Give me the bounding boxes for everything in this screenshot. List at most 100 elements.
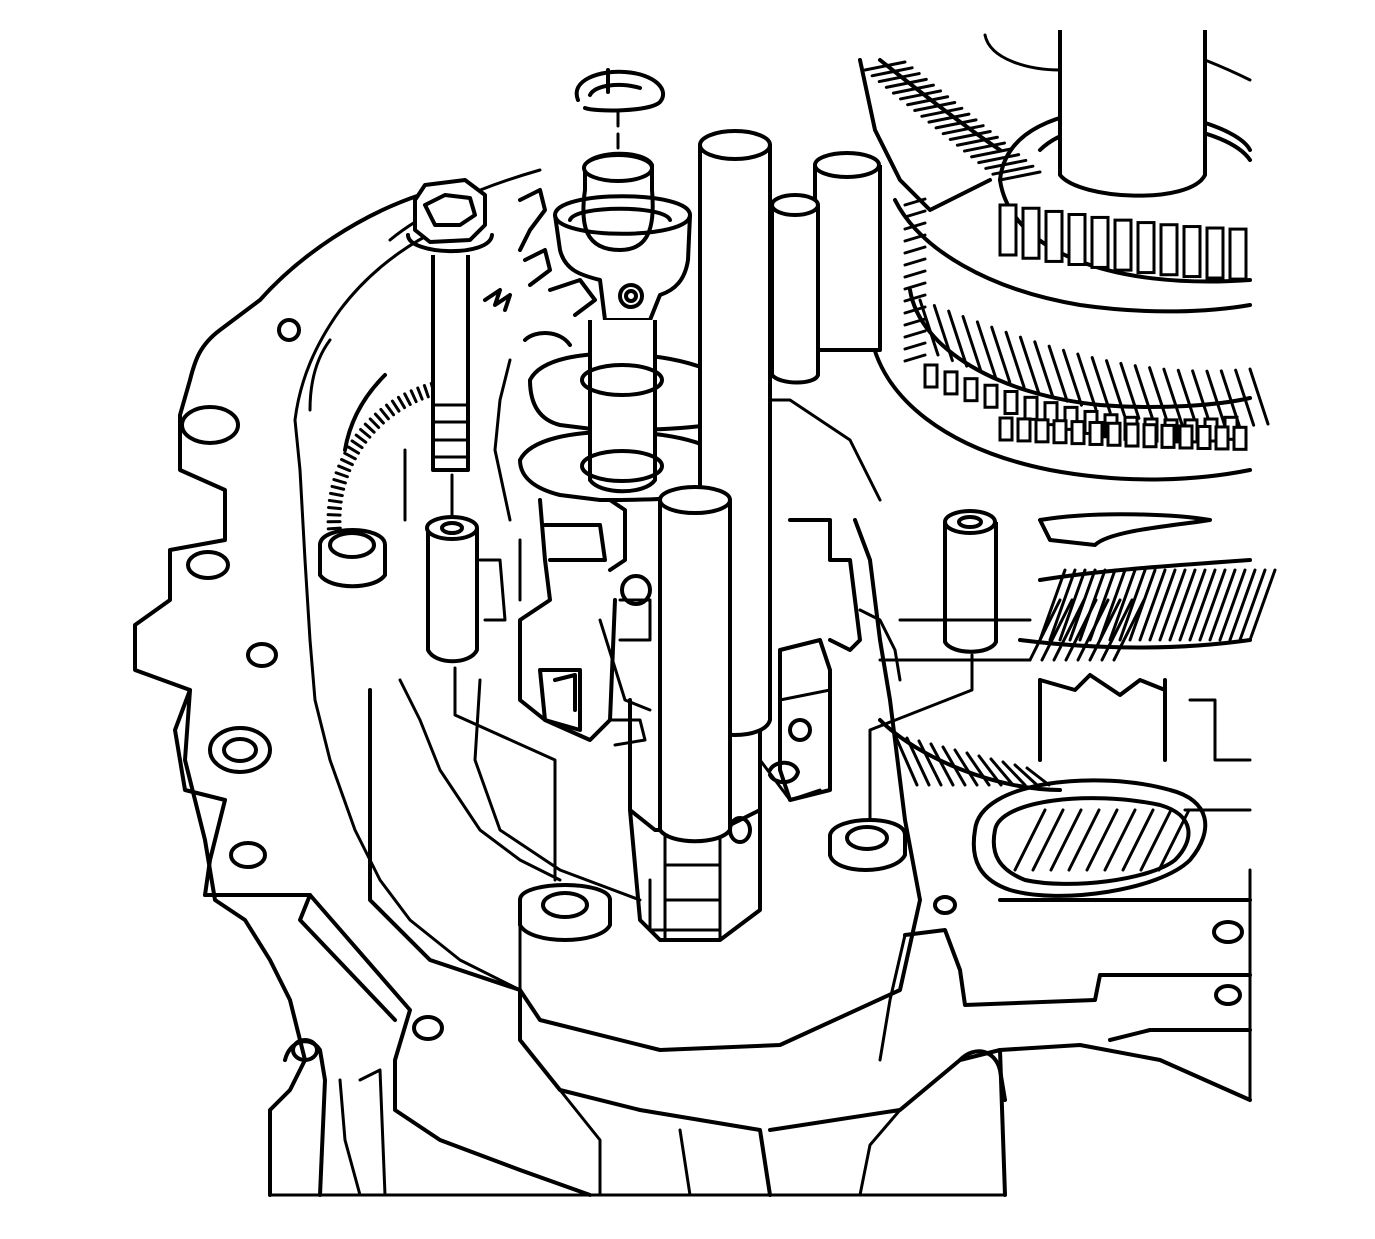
gear-tooth [923,363,939,389]
gear-tooth [903,221,927,231]
side-gear-teeth [903,197,927,363]
gear-tooth [422,384,430,399]
gear-tooth [1040,598,1074,662]
gear-tooth [963,377,979,403]
bearing-roller [1090,215,1110,269]
gear-tooth [962,141,1006,153]
shift-shaft [518,68,692,494]
top-gear-teeth [863,60,1042,182]
gear-tooth [334,471,349,479]
gear-tooth [891,83,935,95]
gear-tooth [1013,763,1039,787]
gear-tooth [327,498,343,504]
transmission-case [133,168,1252,1197]
gear-tooth [1103,808,1137,872]
gear-tooth [1064,598,1098,662]
gear-tooth [1188,568,1217,642]
gear-tooth [1198,568,1227,642]
gear-tooth [1248,568,1277,642]
gear-tooth [1034,418,1050,444]
dowel-sleeve-left [425,515,557,882]
gear-tooth [1168,568,1197,642]
helical-gear-teeth [1028,568,1277,662]
gear-tooth [1023,395,1039,421]
gear-tooth [1061,348,1083,407]
gear-tooth [929,742,955,787]
gear-tooth [903,353,927,363]
gear-tooth [1018,335,1040,394]
gear-tooth [340,458,354,467]
gear-tooth [870,66,914,78]
gear-tooth [1158,568,1187,642]
bearing-roller [1113,218,1133,272]
gear-tooth [1028,598,1062,662]
bolt [406,178,494,522]
gear-tooth [1049,808,1083,872]
gear-tooth [941,745,967,787]
gear-tooth [396,395,407,410]
gear-tooth [390,399,401,413]
gear-tooth [975,320,997,379]
gear-tooth [343,451,357,461]
gear-tooth [903,305,927,315]
gear-tooth [1228,568,1257,642]
gear-tooth [354,433,368,444]
gear-tooth [990,325,1012,384]
gear-tooth [1058,568,1087,642]
bearing-roller [998,203,1018,257]
shift-rails [658,129,882,844]
gear-tooth [1148,568,1177,642]
gear-tooth [977,153,1021,165]
gear-tooth [1088,420,1104,446]
bearing-roller [1044,209,1064,263]
gear-cluster [858,30,1277,898]
gear-tooth [1142,423,1158,449]
gear-tooth [903,341,927,351]
gear-tooth [1033,340,1055,399]
gear-tooth [1205,369,1227,428]
gear-tooth [903,209,927,219]
gear-tooth [932,304,954,363]
bearing-roller [1228,227,1248,281]
gear-tooth [346,445,361,455]
gear-tooth [1004,330,1026,389]
left-boss [318,528,387,589]
gear-tooth [984,158,1028,170]
gear-tooth [903,197,927,207]
gear-tooth [998,170,1042,182]
gear-tooth [1106,421,1122,447]
bearing-rollers [998,203,1248,281]
gear-tooth [948,129,992,141]
gear-tooth [961,315,983,374]
gear-tooth [1133,364,1155,423]
gear-tooth [903,269,927,279]
gear-tooth [1047,344,1069,403]
gear-tooth [1119,361,1141,420]
gear-tooth [1176,368,1198,427]
gear-tooth [337,464,352,473]
gear-tooth [1214,425,1230,451]
pinion-gear-teeth [1013,808,1191,872]
gear-tooth [903,257,927,267]
gear-tooth [913,101,957,113]
gear-tooth [403,392,412,407]
gear-tooth [330,484,346,491]
gear-tooth [998,416,1014,442]
gear-tooth [350,439,364,450]
shift-forks [478,351,862,942]
gear-tooth [1121,808,1155,872]
gear-tooth [934,118,978,130]
gear-tooth [416,386,424,401]
bearing-roller [1159,223,1179,277]
gear-tooth [1085,808,1119,872]
gear-tooth [1112,598,1146,662]
gear-tooth [905,736,931,787]
gear-tooth [1067,808,1101,872]
gear-tooth [1157,808,1191,872]
gear-tooth [965,751,991,787]
gear-tooth [409,389,418,404]
bearing-roller [1021,206,1041,260]
gear-tooth [1208,568,1237,642]
bearing-roller [1205,226,1225,280]
